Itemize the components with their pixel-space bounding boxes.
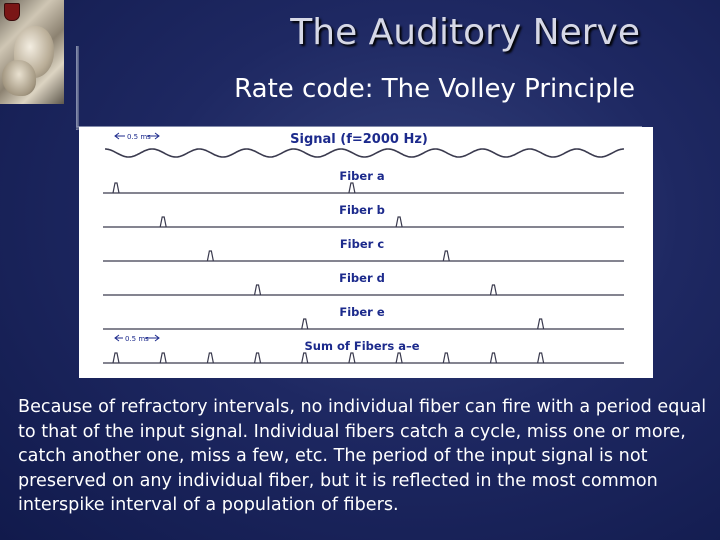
- shell-image-lower: [2, 60, 36, 96]
- signal-waveform: [105, 148, 624, 158]
- spike: [348, 352, 356, 364]
- crest-icon: [4, 3, 20, 21]
- period-marker-top: 0.5 ms: [114, 132, 160, 141]
- explanation-paragraph: Because of refractory intervals, no indi…: [18, 397, 707, 515]
- spike: [348, 182, 356, 194]
- trace-label: Sum of Fibers a–e: [304, 339, 419, 353]
- spike: [112, 182, 120, 194]
- period-label-top: 0.5 ms: [127, 133, 151, 141]
- spike: [159, 216, 167, 228]
- spike: [253, 284, 262, 296]
- spike: [112, 352, 120, 364]
- spike: [159, 352, 167, 364]
- slide-title: The Auditory Nerve: [290, 12, 640, 53]
- spike: [395, 216, 403, 228]
- spike: [537, 352, 545, 364]
- spike: [489, 284, 498, 296]
- period-marker-bottom: 0.5 ms: [114, 334, 160, 343]
- spike: [301, 352, 309, 364]
- trace-label: Fiber a: [339, 169, 384, 183]
- spike: [206, 250, 214, 262]
- spike: [395, 352, 403, 364]
- trace-label: Fiber c: [340, 237, 385, 251]
- spike: [489, 352, 498, 364]
- spike: [301, 318, 309, 330]
- spike: [253, 352, 262, 364]
- spike: [442, 352, 450, 364]
- university-crest-logo: [0, 0, 64, 104]
- slide-subtitle: Rate code: The Volley Principle: [234, 74, 635, 104]
- spike: [442, 250, 450, 262]
- frame-rule-vertical: [76, 46, 79, 130]
- trace-label: Fiber e: [339, 305, 385, 319]
- trace-label: Fiber b: [339, 203, 385, 217]
- signal-label: Signal (f=2000 Hz): [290, 132, 428, 147]
- period-label-bottom: 0.5 ms: [125, 335, 149, 343]
- trace-label: Fiber d: [339, 271, 385, 285]
- volley-diagram: 0.5 ms Signal (f=2000 Hz) Fiber a Fiber b…: [79, 127, 653, 378]
- spike: [537, 318, 545, 330]
- spike: [206, 352, 214, 364]
